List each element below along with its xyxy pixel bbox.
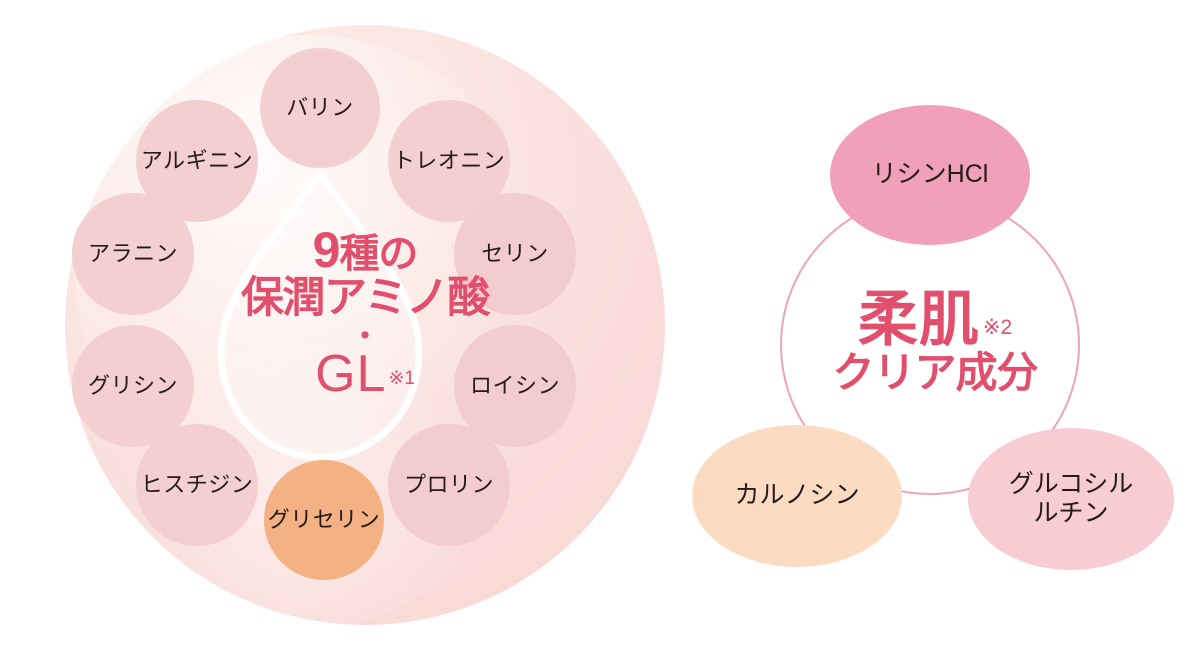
bubble-arginine[interactable]: アルギニン <box>136 100 258 222</box>
bubble-label: トレオニン <box>392 148 506 174</box>
bubble-label: セリン <box>481 241 549 267</box>
bubble-label-line-1: グルコシル <box>1008 469 1134 498</box>
bubble-proline[interactable]: プロリン <box>388 424 510 546</box>
bubble-label: バリン <box>286 95 354 121</box>
bubble-label: アラニン <box>87 241 178 267</box>
bubble-valine[interactable]: バリン <box>260 48 380 168</box>
bubble-label: カルノシン <box>734 481 860 510</box>
bubble-glycine[interactable]: グリシン <box>72 325 194 447</box>
water-droplet-icon <box>217 169 423 461</box>
bubble-serine[interactable]: セリン <box>454 193 576 315</box>
bubble-label: グリシン <box>87 373 178 399</box>
moisturizing-amino-acid-panel: バリン トレオニン セリン ロイシン プロリン グリセリン ヒスチジン グリシン… <box>20 0 680 650</box>
clear-skin-panel: リシンHCl カルノシン グルコシル ルチン 柔肌※2 クリア成分 <box>680 0 1200 650</box>
bubble-carnosine[interactable]: カルノシン <box>692 425 902 567</box>
bubble-label: アルギニン <box>140 148 254 174</box>
bubble-leucine[interactable]: ロイシン <box>454 325 576 447</box>
bubble-glucosyl-rutin[interactable]: グルコシル ルチン <box>968 428 1174 570</box>
bubble-label: リシンHCl <box>871 160 989 189</box>
bubble-histidine[interactable]: ヒスチジン <box>136 424 258 546</box>
bubble-label-stacked: グルコシル ルチン <box>1009 470 1134 529</box>
bubble-label: グリセリン <box>267 507 381 533</box>
bubble-label: ヒスチジン <box>140 472 254 498</box>
bubble-label-line-2: ルチン <box>1033 499 1109 527</box>
bubble-glycerin[interactable]: グリセリン <box>264 460 384 580</box>
bubble-lysine-hcl[interactable]: リシンHCl <box>830 105 1030 245</box>
bubble-label: プロリン <box>403 472 494 498</box>
bubble-label: ロイシン <box>469 373 560 399</box>
